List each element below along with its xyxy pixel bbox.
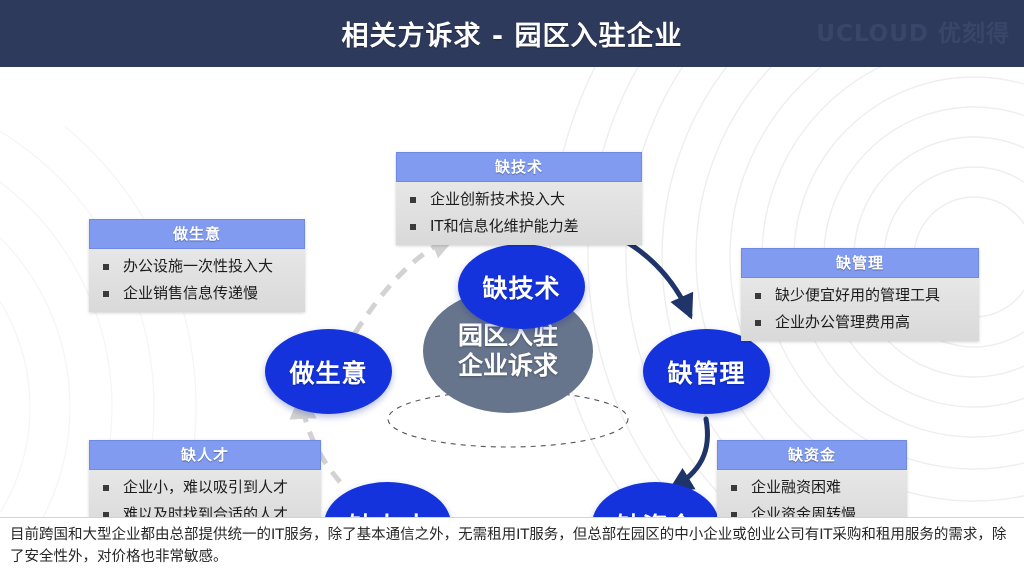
square-bullet-icon [755,320,761,327]
square-bullet-icon [731,512,737,517]
card-money: 缺资金 企业融资困难 企业资金周转慢 [717,440,907,517]
square-bullet-icon [103,512,109,517]
card-money-title: 缺资金 [717,440,907,470]
slide-footer: 目前跨国和大型企业都由总部提供统一的IT服务，除了基本通信之外，无需租用IT服务… [0,517,1024,575]
node-biz[interactable]: 做生意 [265,329,392,414]
card-biz-body: 办公设施一次性投入大 企业销售信息传递慢 [89,249,305,312]
list-item: 企业办公管理费用高 [749,312,973,332]
footer-caption: 目前跨国和大型企业都由总部提供统一的IT服务，除了基本通信之外，无需租用IT服务… [10,527,1007,566]
list-item-label: 办公设施一次性投入大 [123,257,274,275]
card-talent-body: 企业小，难以吸引到人才 难以及时找到合适的人才 [89,470,321,517]
brand-watermark: UCLOUD 优刻得 [816,21,1010,47]
list-item-label: IT和信息化维护能力差 [430,217,579,236]
node-tech[interactable]: 缺技术 [458,244,585,329]
list-item: 企业融资困难 [725,477,901,497]
list-item-label: 企业小，难以吸引到人才 [123,478,289,496]
page-title: 相关方诉求 - 园区入驻企业 [341,21,683,52]
slide-header: 相关方诉求 - 园区入驻企业 UCLOUD 优刻得 [0,0,1024,67]
list-item-label: 企业销售信息传递慢 [123,284,259,303]
list-item: IT和信息化维护能力差 [404,216,636,236]
card-biz: 做生意 办公设施一次性投入大 企业销售信息传递慢 [89,219,305,312]
arrow-manage-to-money [667,416,710,492]
card-money-body: 企业融资困难 企业资金周转慢 [717,470,907,517]
list-item-label: 缺少便宜好用的管理工具 [775,286,941,304]
square-bullet-icon [103,291,109,298]
square-bullet-icon [410,197,416,203]
card-talent: 缺人才 企业小，难以吸引到人才 难以及时找到合适的人才 [89,440,321,517]
list-item: 企业小，难以吸引到人才 [97,477,315,497]
list-item-label: 企业资金周转慢 [751,505,857,517]
square-bullet-icon [755,293,761,299]
square-bullet-icon [731,485,737,491]
node-talent[interactable]: 缺人才 [324,482,451,517]
list-item: 企业销售信息传递慢 [97,283,299,303]
card-biz-title: 做生意 [89,219,305,249]
square-bullet-icon [410,224,416,231]
list-item-label: 难以及时找到合适的人才 [123,505,289,517]
square-bullet-icon [103,485,109,491]
list-item: 缺少便宜好用的管理工具 [749,285,973,305]
card-manage-body: 缺少便宜好用的管理工具 企业办公管理费用高 [741,278,979,341]
diagram-stage: 园区入驻 企业诉求 缺技术 缺管理 缺资金 缺人才 做生意 缺技术 企业创新技术… [0,67,1024,517]
list-item: 企业资金周转慢 [725,504,901,517]
center-node-line2: 企业诉求 [457,351,558,380]
card-manage-title: 缺管理 [741,248,979,278]
card-tech-title: 缺技术 [396,152,642,182]
card-tech-body: 企业创新技术投入大 IT和信息化维护能力差 [396,182,642,245]
list-item: 办公设施一次性投入大 [97,256,299,276]
list-item-label: 企业融资困难 [751,478,842,496]
card-talent-title: 缺人才 [89,440,321,470]
list-item: 企业创新技术投入大 [404,189,636,209]
list-item-label: 企业办公管理费用高 [775,313,911,332]
card-tech: 缺技术 企业创新技术投入大 IT和信息化维护能力差 [396,152,642,245]
node-money[interactable]: 缺资金 [592,482,719,517]
list-item-label: 企业创新技术投入大 [430,190,566,208]
list-item: 难以及时找到合适的人才 [97,504,315,517]
node-manage[interactable]: 缺管理 [643,329,770,414]
square-bullet-icon [103,264,109,270]
card-manage: 缺管理 缺少便宜好用的管理工具 企业办公管理费用高 [741,248,979,341]
